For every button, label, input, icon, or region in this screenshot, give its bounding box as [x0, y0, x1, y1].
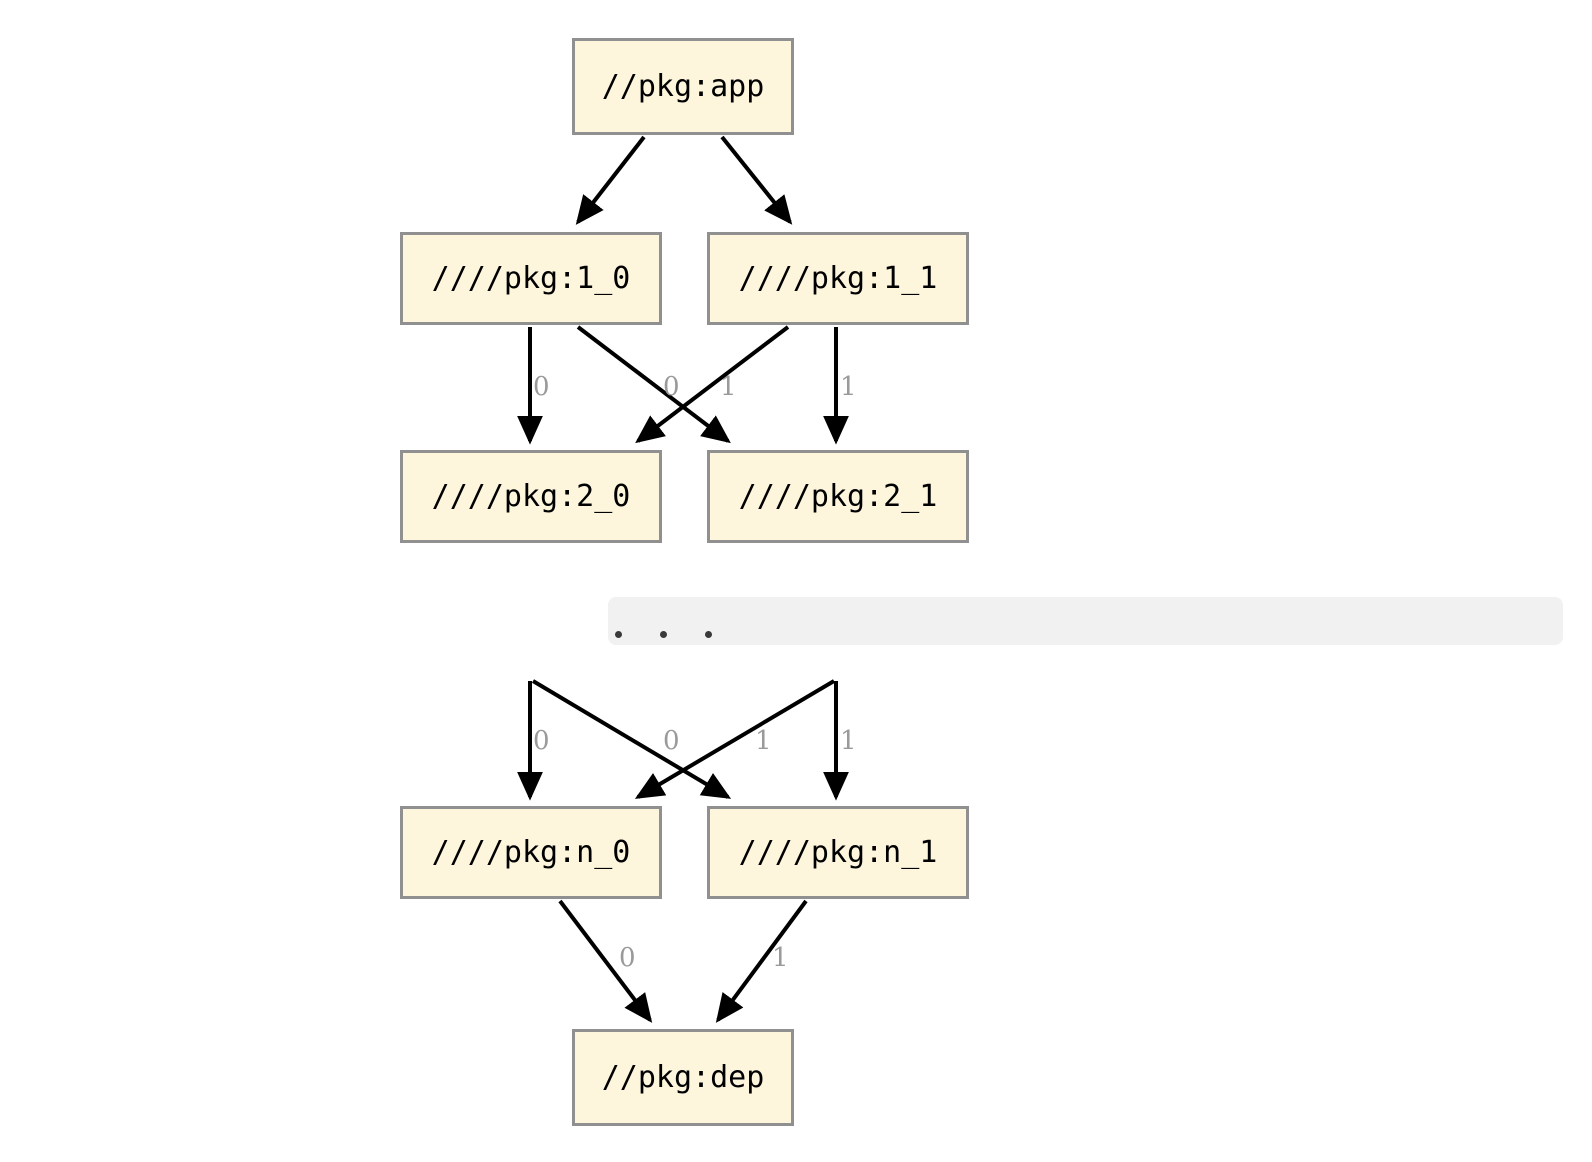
node-pkg-n_1[interactable]: ////pkg:n_1 — [707, 806, 969, 899]
edge-label: 1 — [840, 372, 857, 402]
edge-label: 1 — [720, 372, 737, 402]
node-pkg-n_0[interactable]: ////pkg:n_0 — [400, 806, 662, 899]
edge-label: 1 — [755, 726, 772, 756]
node-pkg-app[interactable]: //pkg:app — [572, 38, 794, 135]
edge-1_0-to-2_1 — [576, 325, 731, 444]
edge-label: 0 — [663, 372, 680, 402]
edge-1_1-to-2_0 — [635, 325, 790, 444]
ellipsis-dots — [613, 631, 712, 638]
edge-label: 0 — [619, 943, 636, 973]
ellipsis-dot-3 — [705, 631, 712, 638]
edge-label: 1 — [772, 943, 789, 973]
node-label: ////pkg:2_0 — [431, 479, 631, 514]
ellipsis-dot-2 — [660, 631, 667, 638]
edge-label: 0 — [533, 726, 550, 756]
ellipsis-dot-1 — [615, 631, 622, 638]
node-label: //pkg:dep — [601, 1060, 765, 1095]
node-pkg-2_1[interactable]: ////pkg:2_1 — [707, 450, 969, 543]
edge-truncated-to-n_1-cross — [531, 679, 732, 799]
edge-truncated-to-n_0-cross — [634, 679, 836, 799]
edge-label: 0 — [663, 726, 680, 756]
edge-label: 0 — [533, 372, 550, 402]
node-label: ////pkg:2_1 — [738, 479, 938, 514]
node-pkg-2_0[interactable]: ////pkg:2_0 — [400, 450, 662, 543]
node-pkg-1_1[interactable]: ////pkg:1_1 — [707, 232, 969, 325]
node-label: ////pkg:1_1 — [738, 261, 938, 296]
node-label: ////pkg:n_0 — [431, 835, 631, 870]
node-label: //pkg:app — [601, 69, 765, 104]
truncation-ellipsis-band — [608, 597, 1563, 645]
node-pkg-dep[interactable]: //pkg:dep — [572, 1029, 794, 1126]
node-label: ////pkg:1_0 — [431, 261, 631, 296]
edge-app-to-1_1 — [720, 135, 793, 225]
node-pkg-1_0[interactable]: ////pkg:1_0 — [400, 232, 662, 325]
edge-n_0-to-dep — [558, 899, 653, 1023]
node-label: ////pkg:n_1 — [738, 835, 938, 870]
edge-n_1-to-dep — [715, 899, 808, 1023]
edge-label: 1 — [840, 726, 857, 756]
edge-app-to-1_0 — [575, 135, 646, 225]
